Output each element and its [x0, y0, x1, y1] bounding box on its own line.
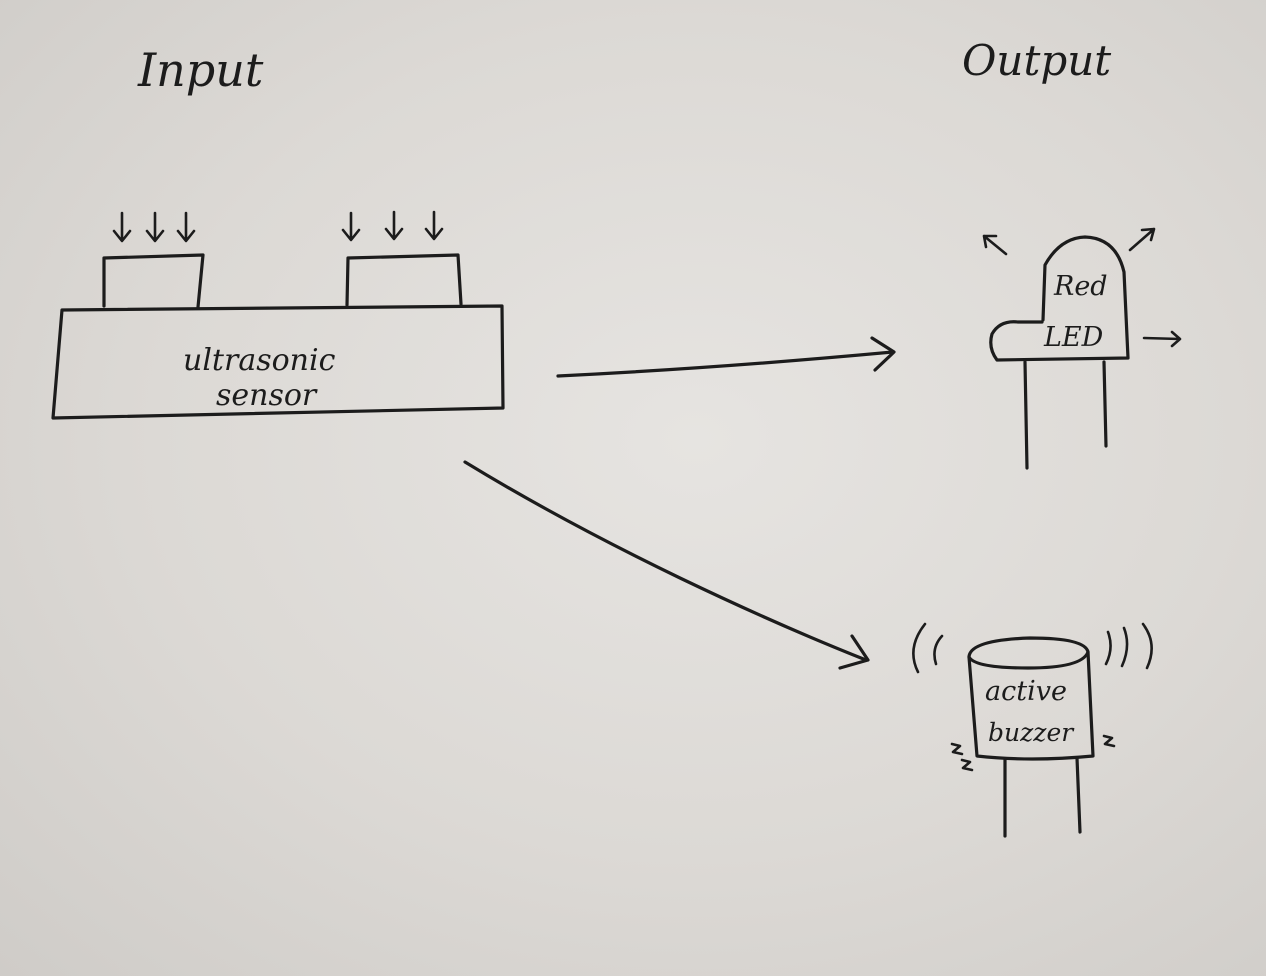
led-label-line2: LED [1043, 322, 1104, 353]
down-arrow-icon [424, 210, 444, 241]
red-led: Red LED [982, 227, 1182, 470]
input-heading: Input [137, 43, 264, 97]
sensor-transducer-left [102, 253, 205, 309]
vibration-zigzag-icon [1102, 734, 1116, 748]
sound-wave-right-icon [1104, 622, 1153, 670]
down-arrow-icon [341, 211, 361, 242]
sensor-label-line2: sensor [216, 378, 318, 413]
buzzer-leg-right [1075, 756, 1082, 834]
buzzer-label-line2: buzzer [988, 718, 1075, 747]
down-arrow-icon [384, 210, 404, 241]
ultrasonic-sensor: ultrasonic sensor [51, 210, 505, 420]
led-label-line1: Red [1053, 271, 1108, 302]
active-buzzer: active buzzer [912, 622, 1153, 838]
down-arrow-icon [176, 211, 196, 243]
led-leg-left [1023, 360, 1029, 470]
connector-line [556, 350, 895, 378]
buzzer-top [967, 636, 1090, 670]
output-heading: Output [962, 36, 1111, 85]
led-leg-right [1102, 360, 1108, 448]
sensor-transducer-right [345, 253, 463, 307]
sensor-body [51, 304, 505, 420]
connector-line [463, 460, 868, 662]
light-ray-arrow-icon [1142, 330, 1182, 348]
light-ray-arrow-icon [982, 234, 1008, 256]
incoming-wave-arrows-right [341, 210, 444, 242]
arrowhead-icon [838, 634, 870, 670]
arrowhead-icon [870, 336, 896, 372]
down-arrow-icon [112, 211, 132, 243]
buzzer-label-line1: active [985, 676, 1067, 707]
light-ray-arrow-icon [1128, 227, 1156, 252]
arrow-sensor-to-buzzer [463, 460, 870, 670]
led-body [989, 235, 1130, 362]
sensor-label-line1: ultrasonic [183, 343, 336, 378]
sound-wave-left-icon [912, 622, 944, 674]
incoming-wave-arrows-left [112, 211, 196, 243]
vibration-zigzag-icon [950, 742, 974, 772]
buzzer-body [967, 650, 1095, 761]
arrow-sensor-to-led [556, 336, 896, 378]
down-arrow-icon [145, 211, 165, 243]
